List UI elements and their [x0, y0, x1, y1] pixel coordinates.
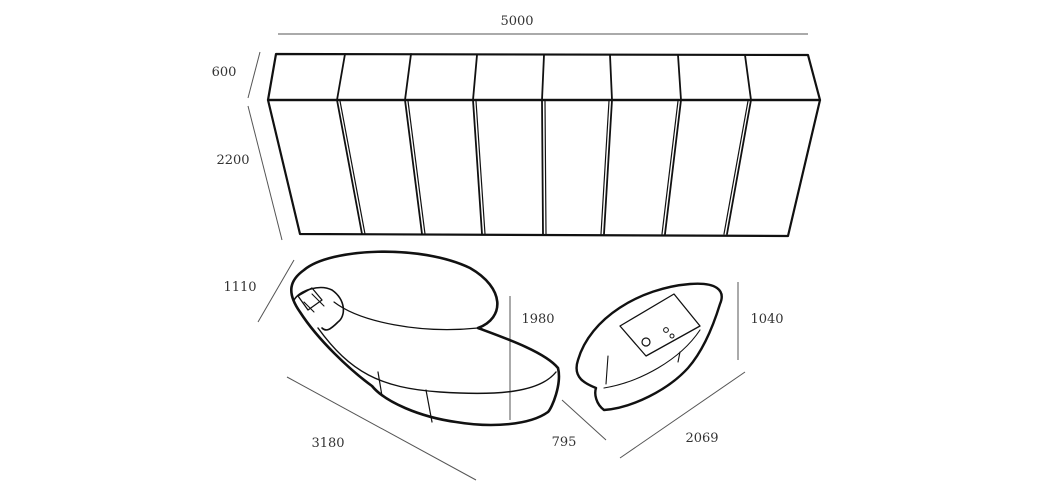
- cabinet-depth-dimension-line: [247, 51, 261, 99]
- counter-length-label: 3180: [311, 436, 344, 451]
- counter-monitor-stand: [303, 293, 325, 313]
- counter-monitor: [297, 287, 323, 311]
- desk-edge-line: [603, 329, 701, 389]
- counter-length-dimension-line: [286, 376, 477, 481]
- wardrobe-cabinet: 5000 600 2200: [212, 14, 822, 241]
- desk-side-seam: [605, 355, 609, 385]
- reception-counter: [257, 250, 561, 481]
- counter-top-height-label: 1980: [521, 312, 554, 327]
- cabinet-height-dimension-line: [247, 105, 283, 241]
- desk-depth-label: 795: [552, 435, 577, 450]
- counter-seam-left: [377, 371, 383, 397]
- cabinet-height-label: 2200: [216, 153, 249, 168]
- desk-length-dimension-line: [619, 371, 746, 459]
- desk-body-outline: [575, 282, 723, 412]
- desk-height-label: 1040: [750, 312, 783, 327]
- counter-height-label: 1110: [223, 280, 256, 295]
- desk-length-label: 2069: [685, 431, 718, 446]
- cabinet-front-face: [266, 98, 822, 238]
- desk-depth-dimension-line: [561, 399, 607, 441]
- cabinet-door-dividers: [336, 53, 752, 235]
- desk-grommet-icon: [641, 337, 651, 347]
- desk-outlet-icon: [669, 333, 675, 339]
- desk-top-panel: [619, 293, 701, 357]
- counter-height-dimension-line: [257, 259, 295, 323]
- counter-body-outline: [290, 250, 561, 427]
- cabinet-width-label: 5000: [500, 14, 533, 29]
- desk-outlet-icon: [663, 327, 669, 333]
- side-desk: [561, 282, 746, 459]
- desk-side-seam-right: [677, 351, 681, 363]
- cabinet-depth-label: 600: [212, 65, 237, 80]
- counter-top-inner-edge: [333, 301, 479, 331]
- counter-front-edge: [317, 327, 557, 395]
- counter-seam: [425, 389, 433, 423]
